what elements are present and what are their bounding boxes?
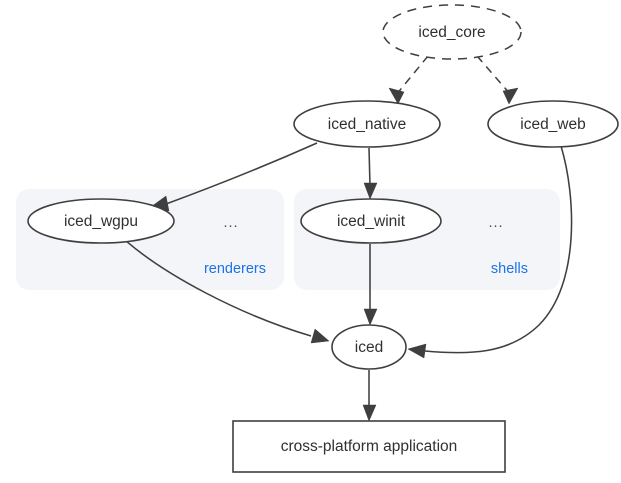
edge-iced-core-to-iced-web [476, 55, 519, 105]
edge-iced-native-to-iced-winit [363, 147, 378, 200]
arrowhead-icon [363, 308, 378, 326]
node-application-shape [232, 420, 506, 473]
arrowhead-icon [407, 343, 427, 359]
node-iced-native-label: iced_native [328, 116, 406, 133]
cluster-renderers-label: renderers [204, 261, 266, 277]
node-iced-web-shape [487, 100, 619, 148]
node-iced-winit-shape [300, 198, 442, 244]
edge-iced-to-application [362, 370, 377, 422]
node-iced[interactable]: iced [331, 324, 407, 370]
node-iced-wgpu-label: iced_wgpu [64, 213, 138, 230]
arrowhead-icon [502, 87, 519, 105]
edge-iced-winit-to-iced [363, 244, 378, 326]
arrowhead-icon [310, 328, 330, 344]
node-iced-native[interactable]: iced_native [293, 100, 441, 148]
node-iced-shape [331, 324, 407, 370]
arrowhead-icon [363, 182, 378, 200]
edge-iced-web-to-iced [407, 145, 573, 359]
node-iced-winit[interactable]: iced_winit [300, 198, 442, 244]
arrowhead-icon [362, 404, 377, 422]
cluster-shells-label: shells [491, 261, 528, 277]
node-iced-web-label: iced_web [520, 116, 586, 133]
node-application-label: cross-platform application [281, 438, 458, 455]
node-application[interactable]: cross-platform application [232, 420, 506, 473]
node-iced-core[interactable]: iced_core [382, 4, 522, 60]
arrowhead-icon [388, 87, 405, 105]
edge-iced-wgpu-to-iced [124, 239, 330, 344]
node-iced-web[interactable]: iced_web [487, 100, 619, 148]
cluster-renderers-ellipsis: ... [223, 215, 238, 231]
node-iced-native-shape [293, 100, 441, 148]
node-iced-winit-label: iced_winit [337, 213, 406, 230]
node-iced-wgpu[interactable]: iced_wgpu [27, 198, 175, 244]
node-iced-label: iced [355, 339, 383, 356]
cluster-shells-ellipsis: ... [488, 215, 503, 231]
node-iced-wgpu-shape [27, 198, 175, 244]
node-iced-core-label: iced_core [418, 24, 485, 41]
edge-iced-core-to-iced-native [388, 55, 429, 105]
node-iced-core-shape [382, 4, 522, 60]
